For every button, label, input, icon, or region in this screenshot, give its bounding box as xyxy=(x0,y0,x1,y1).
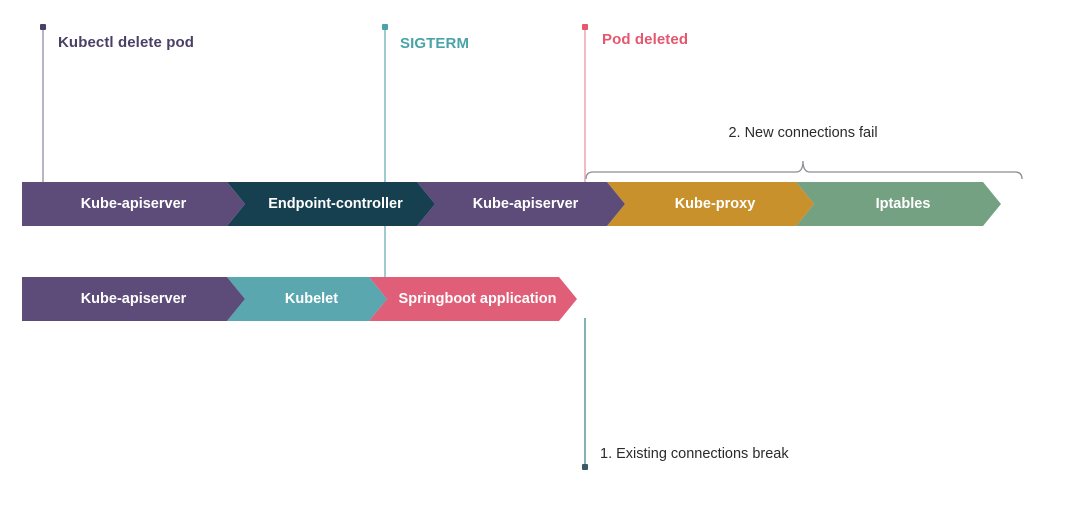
annotation-bracket-new-connections-fail xyxy=(585,160,1023,180)
event-label-sigterm: SIGTERM xyxy=(400,35,470,52)
annotation-tail-dot xyxy=(582,464,588,470)
process-stage-kube-proxy[interactable]: Kube-proxy xyxy=(607,182,814,226)
process-row-node-flow: Kube-apiserver Kubelet Springboot applicat… xyxy=(22,277,577,321)
process-stage-endpoint-controller[interactable]: Endpoint-controller xyxy=(227,182,435,226)
process-stage-kube-apiserver[interactable]: Kube-apiserver xyxy=(22,182,245,226)
process-stage-kube-apiserver[interactable]: Kube-apiserver xyxy=(22,277,245,321)
annotation-tail-existing-connections-break xyxy=(582,318,588,470)
event-marker-line-kubectl-delete-pod xyxy=(42,24,44,186)
annotation-label-existing-connections-break: 1. Existing connections break xyxy=(600,446,789,462)
process-row-control-plane-flow: Kube-apiserver Endpoint-controller Kube-ap… xyxy=(22,182,1001,226)
event-marker-dot-kubectl-delete-pod xyxy=(40,24,46,30)
event-label-pod-deleted: Pod deleted xyxy=(602,31,689,48)
process-stage-springboot-application[interactable]: Springboot application xyxy=(369,277,577,321)
event-marker-line-pod-deleted xyxy=(584,24,586,186)
event-marker-sigterm xyxy=(382,24,388,318)
process-stage-label: Kube-apiserver xyxy=(472,196,579,212)
process-stage-label: Kube-apiserver xyxy=(80,291,187,307)
process-stage-label: Kube-proxy xyxy=(674,196,756,212)
process-stage-kube-apiserver[interactable]: Kube-apiserver xyxy=(417,182,625,226)
event-label-kubectl-delete-pod: Kubectl delete pod xyxy=(58,34,194,51)
event-marker-pod-deleted xyxy=(582,24,588,186)
event-marker-line-sigterm xyxy=(384,24,386,318)
process-stage-label: Iptables xyxy=(875,196,931,212)
process-stage-iptables[interactable]: Iptables xyxy=(796,182,1001,226)
event-marker-dot-sigterm xyxy=(382,24,388,30)
process-stage-label: Endpoint-controller xyxy=(268,196,403,212)
event-marker-kubectl-delete-pod xyxy=(40,24,46,186)
process-stage-kubelet[interactable]: Kubelet xyxy=(227,277,387,321)
annotation-tail-line xyxy=(584,318,586,468)
event-marker-dot-pod-deleted xyxy=(582,24,588,30)
process-stage-label: Kubelet xyxy=(284,291,339,307)
process-stage-label: Springboot application xyxy=(398,291,557,307)
process-stage-label: Kube-apiserver xyxy=(80,196,187,212)
annotation-label-new-connections-fail: 2. New connections fail xyxy=(728,125,878,141)
